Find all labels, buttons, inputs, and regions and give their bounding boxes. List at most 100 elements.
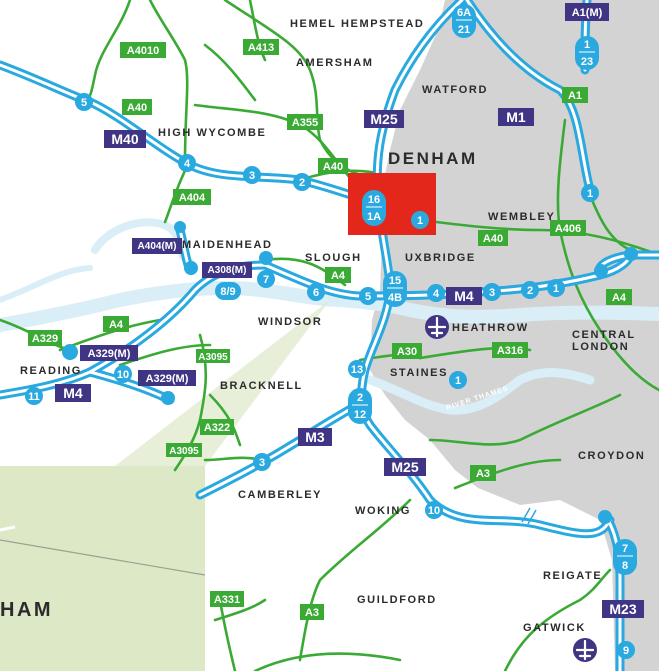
junction-16: 16: [368, 194, 380, 206]
junction-m4-10: 10: [117, 369, 129, 381]
junction-m40-1: 1: [417, 215, 423, 227]
badge-a308m: A308(M): [208, 265, 247, 276]
junction-m4-8-9: 8/9: [220, 286, 235, 298]
badge-a1: A1: [568, 90, 582, 102]
badge-a40-uxbridge: A40: [483, 233, 503, 245]
town-woking: WOKING: [355, 505, 411, 517]
a-road-badges: A4010 A413 A40 A355 A40 A404 A4 A40 A406…: [28, 39, 632, 620]
inset-connector: [115, 300, 330, 466]
badge-m25-south: M25: [391, 459, 418, 475]
junction-1a: 1A: [367, 211, 381, 223]
junction-m25-13: 13: [351, 364, 363, 376]
junction-m4-5: 5: [365, 291, 371, 303]
town-bracknell: BRACKNELL: [220, 380, 303, 392]
badge-a4-reading: A4: [109, 319, 124, 331]
junction-m4-11: 11: [28, 391, 40, 403]
town-maidenhead: MAIDENHEAD: [182, 239, 273, 251]
town-london: LONDON: [572, 341, 629, 353]
junction-a1m-1: 1: [584, 39, 590, 51]
inset-town-label: HAM: [0, 599, 53, 621]
town-slough: SLOUGH: [305, 252, 362, 264]
inset-road-a: [0, 539, 206, 576]
junction-m23-7: 7: [622, 543, 628, 555]
town-amersham: AMERSHAM: [296, 57, 374, 69]
junctions: 6A 21 1 23 5 4 3 2 1 16 1A 1 15 4B 4 3 2…: [25, 4, 638, 659]
badge-a1m: A1(M): [572, 7, 603, 19]
junction-23: 23: [581, 56, 593, 68]
airplane-icon-gatwick: [573, 638, 597, 662]
town-windsor: WINDSOR: [258, 316, 322, 328]
junction-m3-3: 3: [259, 457, 265, 469]
river-thames-lower: [365, 368, 595, 415]
town-camberley: CAMBERLEY: [238, 489, 322, 501]
road-break-marks: [521, 507, 537, 525]
badge-a316: A316: [497, 345, 523, 357]
badge-a3-south: A3: [305, 607, 319, 619]
river-thames: [0, 281, 659, 332]
town-reigate: REIGATE: [543, 570, 602, 582]
junction-4b: 4B: [388, 292, 402, 304]
badge-a329m-2: A329(M): [146, 373, 189, 385]
town-gatwick: GATWICK: [523, 622, 586, 634]
badge-a329: A329: [32, 333, 58, 345]
badge-a40-mid: A40: [323, 161, 343, 173]
town-guildford: GUILDFORD: [357, 594, 437, 606]
badge-a3-east: A3: [476, 468, 490, 480]
lake-2: [0, 265, 93, 303]
junction-15: 15: [389, 275, 401, 287]
badge-m25-north: M25: [370, 111, 397, 127]
junction-m4-3: 3: [489, 287, 495, 299]
badge-m1: M1: [506, 109, 526, 125]
airplane-icon-heathrow: [425, 315, 449, 339]
badge-a4-slough: A4: [331, 270, 346, 282]
junction-m3-1: 1: [455, 375, 461, 387]
badge-m4-west: M4: [63, 385, 83, 401]
junction-m4-2: 2: [527, 285, 533, 297]
junction-m40-2: 2: [299, 177, 305, 189]
badge-a322: A322: [204, 422, 230, 434]
junction-a406-1: 1: [587, 188, 593, 200]
town-denham: DENHAM: [388, 149, 478, 168]
badge-m3: M3: [305, 429, 325, 445]
town-hemel-hempstead: HEMEL HEMPSTEAD: [290, 18, 424, 30]
junction-m40-4: 4: [184, 158, 191, 170]
badge-a30: A30: [397, 346, 417, 358]
junction-m25-2: 2: [357, 392, 363, 404]
junction-m40-5: 5: [81, 97, 87, 109]
badge-a404m: A404(M): [138, 241, 177, 252]
town-croydon: CROYDON: [578, 450, 645, 462]
junction-m23-8: 8: [622, 560, 628, 572]
town-wembley: WEMBLEY: [488, 211, 555, 223]
town-uxbridge: UXBRIDGE: [405, 252, 476, 264]
badge-a4010: A4010: [127, 45, 159, 57]
badge-a3095-2: A3095: [169, 446, 199, 457]
badge-a413: A413: [248, 42, 274, 54]
badge-a4-east: A4: [612, 292, 627, 304]
junction-6a: 6A: [457, 7, 471, 19]
town-staines: STAINES: [390, 367, 448, 379]
junction-m25-12: 12: [354, 409, 366, 421]
town-reading: READING: [20, 365, 82, 377]
junction-m23-9: 9: [623, 645, 629, 657]
badge-a329m-1: A329(M): [88, 348, 131, 360]
town-watford: WATFORD: [422, 84, 488, 96]
badge-a404: A404: [179, 192, 206, 204]
badge-m40: M40: [111, 131, 138, 147]
badge-a355: A355: [292, 117, 318, 129]
junction-m4-1: 1: [553, 283, 559, 295]
badge-a406: A406: [555, 223, 581, 235]
badge-a3095-1: A3095: [198, 352, 228, 363]
junction-21: 21: [458, 24, 470, 36]
junction-m4-4: 4: [433, 288, 440, 300]
junction-m4-7: 7: [263, 274, 269, 286]
badge-m23: M23: [609, 601, 636, 617]
town-heathrow: HEATHROW: [452, 322, 529, 334]
junction-m25-10: 10: [428, 505, 440, 517]
badge-a331: A331: [214, 594, 240, 606]
town-high-wycombe: HIGH WYCOMBE: [158, 127, 266, 139]
town-central: CENTRAL: [572, 329, 636, 341]
junction-m4-6: 6: [313, 287, 319, 299]
inset-road-b: [0, 525, 16, 532]
badge-m4-east: M4: [454, 288, 474, 304]
